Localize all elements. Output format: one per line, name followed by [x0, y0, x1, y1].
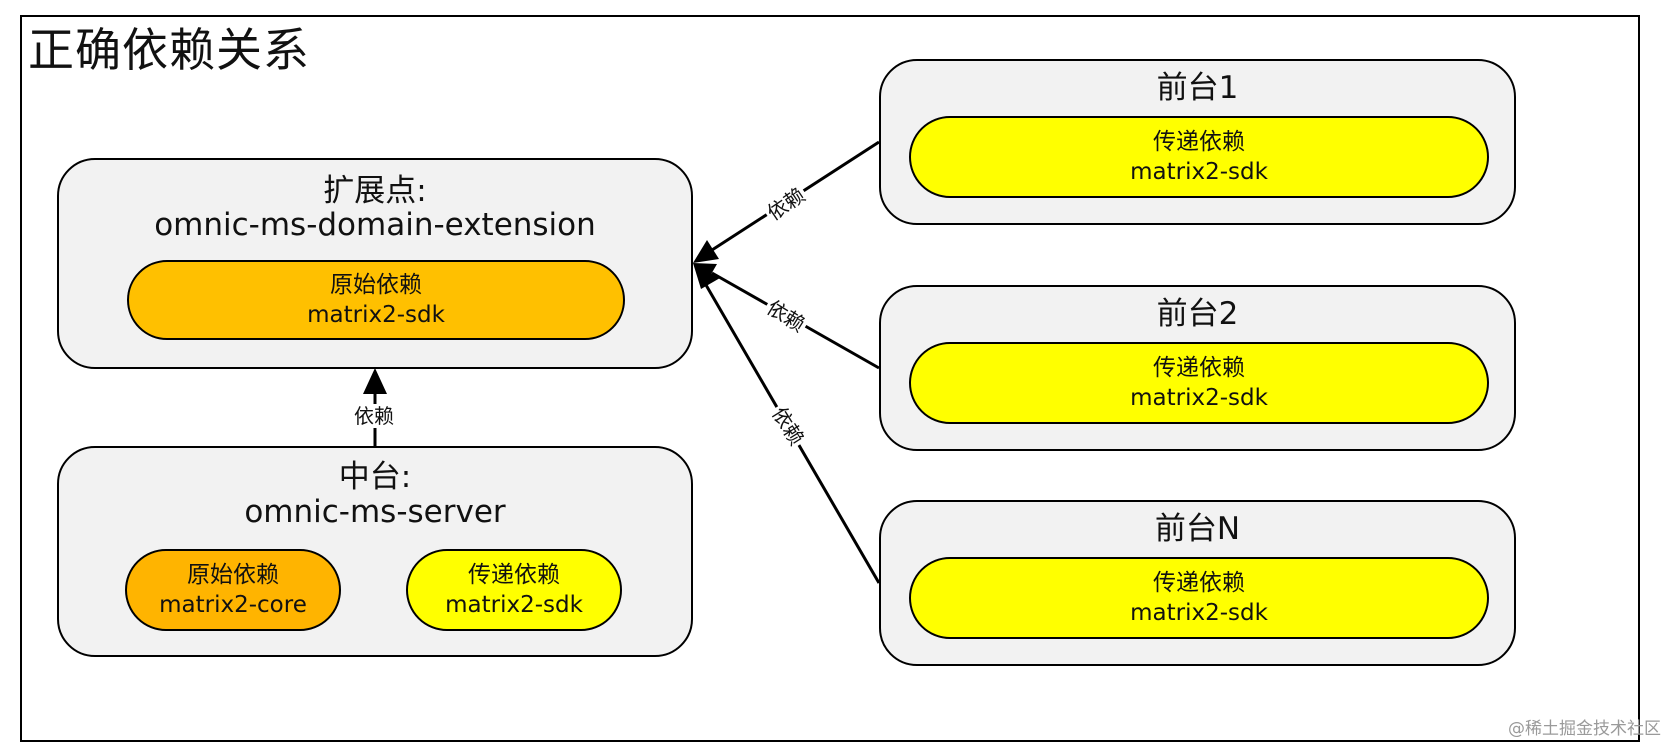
arrowhead-server — [363, 368, 387, 394]
extension-original-dep: 原始依赖 matrix2-sdk — [127, 260, 625, 340]
dep-kind: 传递依赖 — [1153, 570, 1245, 596]
server-transitive-dep: 传递依赖 matrix2-sdk — [406, 549, 622, 631]
dep-artifact: matrix2-sdk — [1130, 600, 1268, 626]
frontend-2-transitive-dep: 传递依赖 matrix2-sdk — [909, 342, 1489, 424]
frontend-1-transitive-dep: 传递依赖 matrix2-sdk — [909, 116, 1489, 198]
frontend-2-name: 前台2 — [1156, 296, 1239, 332]
dep-artifact: matrix2-sdk — [307, 302, 445, 328]
server-original-dep: 原始依赖 matrix2-core — [125, 549, 341, 631]
arrowhead-frontn — [693, 263, 720, 289]
frontend-n-transitive-dep: 传递依赖 matrix2-sdk — [909, 557, 1489, 639]
frontend-n-box: 前台N 传递依赖 matrix2-sdk — [879, 500, 1516, 666]
dep-kind: 传递依赖 — [1153, 129, 1245, 155]
dep-kind: 原始依赖 — [187, 562, 279, 588]
dep-kind: 传递依赖 — [468, 562, 560, 588]
watermark: @稀土掘金技术社区 — [1508, 719, 1661, 739]
server-heading: 中台: — [338, 459, 412, 495]
dep-kind: 原始依赖 — [330, 272, 422, 298]
frontend-1-box: 前台1 传递依赖 matrix2-sdk — [879, 59, 1516, 225]
arrowhead-front1 — [693, 240, 719, 263]
dep-artifact: matrix2-sdk — [445, 592, 583, 618]
extension-name: omnic-ms-domain-extension — [154, 207, 596, 243]
diagram-title: 正确依赖关系 — [28, 23, 310, 77]
edge-label-server: 依赖 — [352, 404, 396, 428]
server-name: omnic-ms-server — [244, 494, 506, 530]
dep-artifact: matrix2-core — [159, 592, 307, 618]
dep-kind: 传递依赖 — [1153, 355, 1245, 381]
frontend-n-name: 前台N — [1154, 511, 1241, 547]
dep-artifact: matrix2-sdk — [1130, 159, 1268, 185]
frontend-2-box: 前台2 传递依赖 matrix2-sdk — [879, 285, 1516, 451]
dep-artifact: matrix2-sdk — [1130, 385, 1268, 411]
server-box: 中台: omnic-ms-server 原始依赖 matrix2-core 传递… — [57, 446, 693, 657]
frontend-1-name: 前台1 — [1156, 70, 1239, 106]
extension-heading: 扩展点: — [323, 173, 427, 209]
